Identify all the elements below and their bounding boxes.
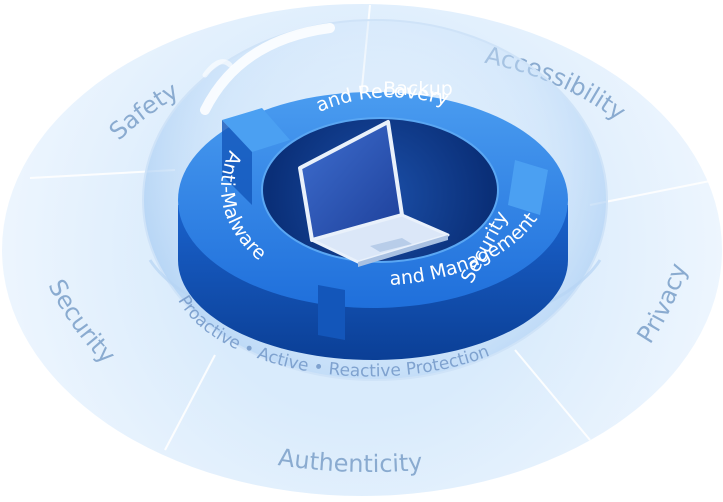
ring-segment-notch-side	[222, 120, 252, 205]
segment-divider	[589, 179, 716, 206]
segment-divider	[164, 354, 216, 451]
ring-segment-notch	[508, 160, 548, 215]
inner-ring-hole-rim	[261, 117, 499, 263]
ring-segment-notch	[222, 108, 290, 152]
dome-highlight-small	[202, 59, 233, 78]
laptop-edge	[358, 235, 448, 267]
laptop-touchpad	[370, 238, 412, 252]
ring-segment-notch-side	[318, 285, 345, 340]
dome-highlight	[200, 23, 335, 115]
label-backup: Backup	[383, 78, 453, 100]
segment-divider	[514, 349, 591, 441]
laptop-icon	[298, 120, 450, 267]
